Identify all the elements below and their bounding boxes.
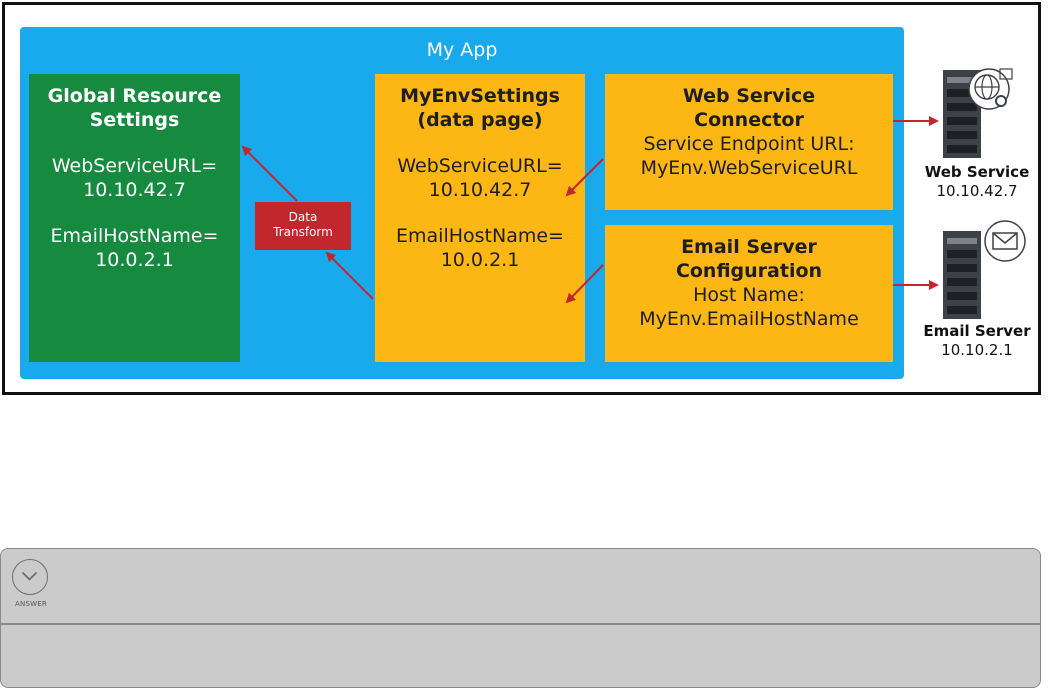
email-server-label: Email Server 10.10.2.1 [912,322,1042,360]
env-webserviceurl-label: WebServiceURL= [397,155,563,177]
ws-connector-title-2: Connector [694,109,804,131]
server-mail-icon [943,220,1026,319]
web-service-name: Web Service [924,163,1030,181]
arrow-es-config-to-env [565,264,604,304]
es-config-title-1: Email Server [681,236,817,258]
es-config-title-2: Configuration [675,260,823,282]
email-server-configuration-box: Email Server Configuration Host Name: My… [605,225,893,362]
email-server-address: 10.10.2.1 [941,341,1013,359]
es-config-line-2: MyEnv.EmailHostName [639,308,859,330]
ws-connector-line-2: MyEnv.WebServiceURL [640,157,858,179]
web-service-address: 10.10.42.7 [936,182,1018,200]
ws-connector-line-1: Service Endpoint URL: [643,133,855,155]
app-title: My App [426,39,498,61]
global-webserviceurl-label: WebServiceURL= [51,155,218,177]
diagram-overlay [241,68,1026,319]
global-emailhostname-value: 10.0.2.1 [95,249,174,271]
global-webserviceurl-value: 10.10.42.7 [83,179,186,201]
env-emailhostname-value: 10.0.2.1 [440,249,520,271]
data-transform-box: Data Transform [255,202,351,250]
global-emailhostname-label: EmailHostName= [50,225,219,247]
web-service-label: Web Service 10.10.42.7 [917,163,1037,201]
email-server-name: Email Server [923,322,1031,340]
answer-toggle-button[interactable] [12,559,48,595]
es-config-line-1: Host Name: [693,284,805,306]
server-globe-icon [943,68,1013,158]
answer-label: ANSWER [15,600,47,608]
env-settings-title-1: MyEnvSettings [400,85,560,107]
ws-connector-title-1: Web Service [682,85,816,107]
web-service-connector-box: Web Service Connector Service Endpoint U… [605,74,893,210]
arrow-transform-to-global [241,145,298,202]
chevron-down-icon [22,572,37,581]
arrow-ws-connector-to-env [565,158,604,197]
myenvsettings-box: MyEnvSettings (data page) WebServiceURL=… [375,74,585,362]
answer-divider [1,623,1040,625]
diagram-frame: My App Global Resource Settings WebServi… [2,2,1041,395]
env-emailhostname-label: EmailHostName= [396,225,564,247]
answer-panel: ANSWER [0,548,1041,688]
env-settings-title-2: (data page) [417,109,543,131]
global-resource-settings-box: Global Resource Settings WebServiceURL= … [29,74,240,362]
global-settings-title-1: Global Resource [47,85,222,107]
env-webserviceurl-value: 10.10.42.7 [428,179,532,201]
arrow-env-to-transform [325,251,374,300]
global-settings-title-2: Settings [89,109,180,131]
data-transform-line-1: Data [288,210,318,224]
data-transform-line-2: Transform [273,225,333,239]
